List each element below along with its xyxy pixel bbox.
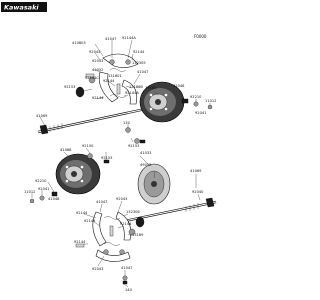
part-label: 41047 [137,70,148,74]
lower-backing-plate [137,163,171,205]
part-label: 92210 [35,179,47,183]
upper-brake-drum [139,81,185,123]
part-label: 130 [123,121,131,125]
part-label: 41047 [121,266,132,270]
part-label: 92144A [122,36,136,40]
lower-bottom-hardware [122,275,128,285]
lower-cam-parts [75,216,145,248]
part-label: 41047 [96,200,107,204]
part-label: 92153 [101,156,112,160]
part-labels: 410803 41047 92144A 92043 92144 132305 9… [24,36,216,292]
part-label: 132306 [126,210,140,214]
upper-cam-parts [75,73,96,98]
lower-axle [119,197,217,224]
part-label: 41069 [190,169,202,173]
part-label: 92144 [120,222,132,226]
part-label: 92043 [89,50,100,54]
upper-brake-shoe-assembly [98,53,139,105]
part-label: 41033 [140,151,151,155]
part-label: 92043 [92,267,103,271]
part-label: 41068 [60,148,72,152]
part-label: 92153 [64,85,75,89]
parts-diagram-stage: Kawasaki F0000 [1,2,217,292]
part-label: 41069 [36,114,48,118]
upper-axle [37,106,151,135]
part-label: 131601 [108,74,122,78]
brand-logo: Kawasaki [1,2,47,12]
part-label: 92144 [84,219,96,223]
part-label: 92144 [76,211,88,215]
upper-leader-lines [39,39,211,143]
part-label: 410803 [72,41,86,45]
part-label: 41048 [173,84,185,88]
part-label: 49052 [92,68,103,72]
part-label: 92144C [85,76,99,80]
lower-brake-shoe-assembly [92,211,132,262]
lower-leader-lines [31,147,201,288]
lower-left-hardware [29,153,110,204]
part-label: 92144 [103,79,115,83]
part-label: 92144 [74,240,86,244]
part-label: 92144 [92,96,104,100]
part-label: 41047 [105,37,116,41]
part-label: 13186B [129,85,143,89]
part-label: 92153 [128,144,139,148]
part-label: 92144A [125,91,139,95]
part-label: 92150 [82,144,94,148]
part-label: 13169 [132,233,144,237]
part-label: 92043 [116,197,127,201]
part-label: 41048 [48,197,60,201]
part-label: 11012 [205,99,216,103]
part-label: 140 [125,288,133,292]
brake-drum-exploded-diagram: Kawasaki F0000 [1,2,217,292]
part-label: 49052 [140,163,151,167]
part-label: 13169 [145,86,157,90]
part-label: 132305 [132,61,146,65]
diagram-code: F0000 [194,34,207,39]
upper-right-hardware [125,98,213,144]
part-label: 11012 [24,190,35,194]
brand-logo-text: Kawasaki [4,4,39,12]
part-label: 92144 [133,50,145,54]
part-label: 92210 [190,95,202,99]
part-label: 92041 [38,187,49,191]
part-label: 92041 [195,111,206,115]
lower-brake-drum [55,153,101,195]
part-label: 92043 [92,59,103,63]
part-label: 92040 [192,190,204,194]
